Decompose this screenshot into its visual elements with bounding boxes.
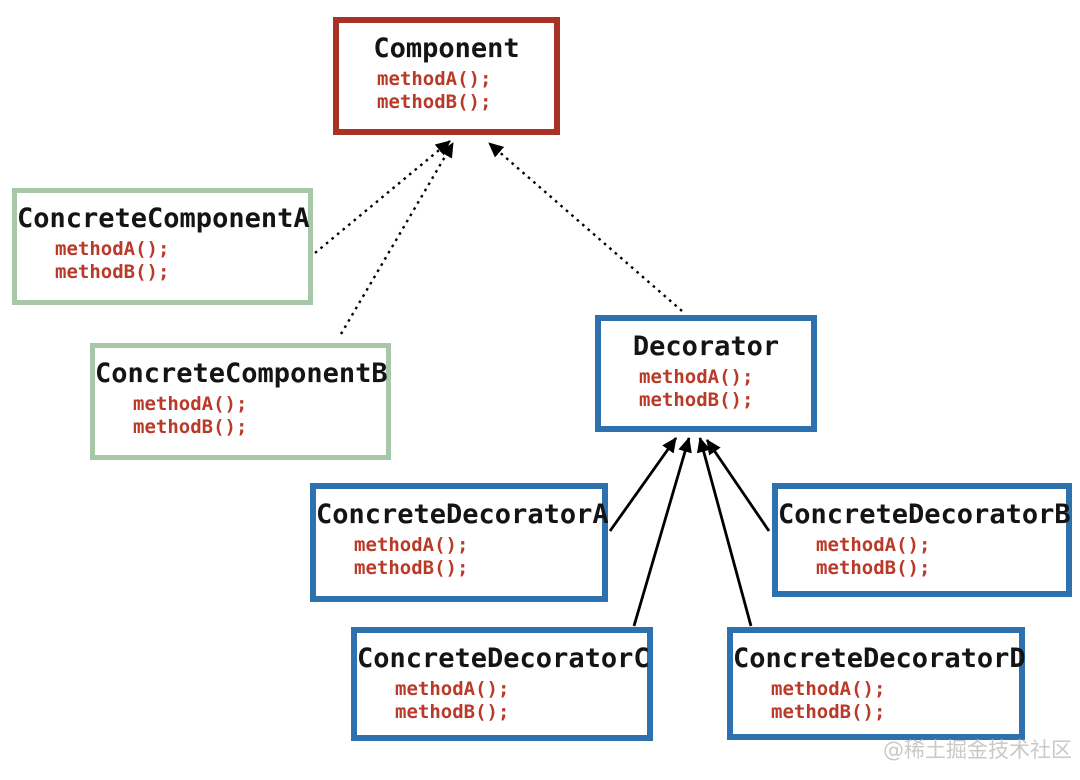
method-line: methodA(); — [816, 534, 931, 556]
class-box-decorator: Decorator methodA(); methodB(); — [595, 315, 817, 432]
class-title: ConcreteDecoratorB — [778, 499, 1071, 530]
method-line: methodA(); — [55, 238, 170, 260]
class-methods: methodA(); methodB(); — [601, 366, 811, 412]
inheritance-edge-decorator — [488, 142, 683, 312]
class-methods: methodA(); methodB(); — [733, 678, 1019, 724]
method-line: methodA(); — [354, 534, 469, 556]
inheritance-edge-concrete-decorator-b — [705, 439, 771, 532]
class-box-concrete-decorator-c: ConcreteDecoratorC methodA(); methodB(); — [351, 627, 653, 741]
method-line: methodA(); — [771, 678, 886, 700]
class-methods: methodA(); methodB(); — [17, 238, 308, 284]
class-box-concrete-decorator-a: ConcreteDecoratorA methodA(); methodB(); — [310, 483, 609, 602]
class-title: Component — [373, 33, 520, 64]
method-line: methodB(); — [377, 91, 492, 113]
class-methods: methodA(); methodB(); — [339, 68, 554, 114]
class-box-concrete-decorator-d: ConcreteDecoratorD methodA(); methodB(); — [727, 627, 1026, 740]
inheritance-edge-concrete-decorator-c — [632, 437, 692, 627]
watermark: @稀土掘金技术社区 — [883, 738, 1072, 762]
class-title: ConcreteComponentA — [17, 203, 310, 234]
class-box-component: Component methodA(); methodB(); — [333, 17, 560, 135]
class-methods: methodA(); methodB(); — [95, 393, 386, 439]
class-box-concrete-component-a: ConcreteComponentA methodA(); methodB(); — [12, 188, 313, 305]
method-line: methodA(); — [395, 678, 510, 700]
inheritance-edge-concrete-decorator-d — [696, 437, 753, 627]
method-line: methodB(); — [55, 261, 170, 283]
method-line: methodB(); — [639, 389, 754, 411]
method-line: methodB(); — [395, 701, 510, 723]
class-title: ConcreteDecoratorC — [357, 643, 650, 674]
class-methods: methodA(); methodB(); — [316, 534, 602, 580]
inheritance-edge-concrete-component-b — [339, 142, 455, 335]
class-methods: methodA(); methodB(); — [778, 534, 1066, 580]
method-line: methodA(); — [133, 393, 248, 415]
class-methods: methodA(); methodB(); — [357, 678, 647, 724]
method-line: methodB(); — [816, 557, 931, 579]
class-box-concrete-decorator-b: ConcreteDecoratorB methodA(); methodB(); — [772, 483, 1072, 597]
method-line: methodA(); — [377, 68, 492, 90]
inheritance-edge-concrete-component-a — [314, 140, 451, 254]
class-box-concrete-component-b: ConcreteComponentB methodA(); methodB(); — [90, 343, 391, 460]
method-line: methodB(); — [133, 416, 248, 438]
class-title: ConcreteDecoratorA — [316, 499, 609, 530]
class-title: ConcreteDecoratorD — [733, 643, 1026, 674]
method-line: methodB(); — [771, 701, 886, 723]
class-title: ConcreteComponentB — [95, 358, 388, 389]
class-title: Decorator — [632, 331, 780, 362]
method-line: methodA(); — [639, 366, 754, 388]
method-line: methodB(); — [354, 557, 469, 579]
inheritance-edge-concrete-decorator-a — [608, 437, 678, 532]
